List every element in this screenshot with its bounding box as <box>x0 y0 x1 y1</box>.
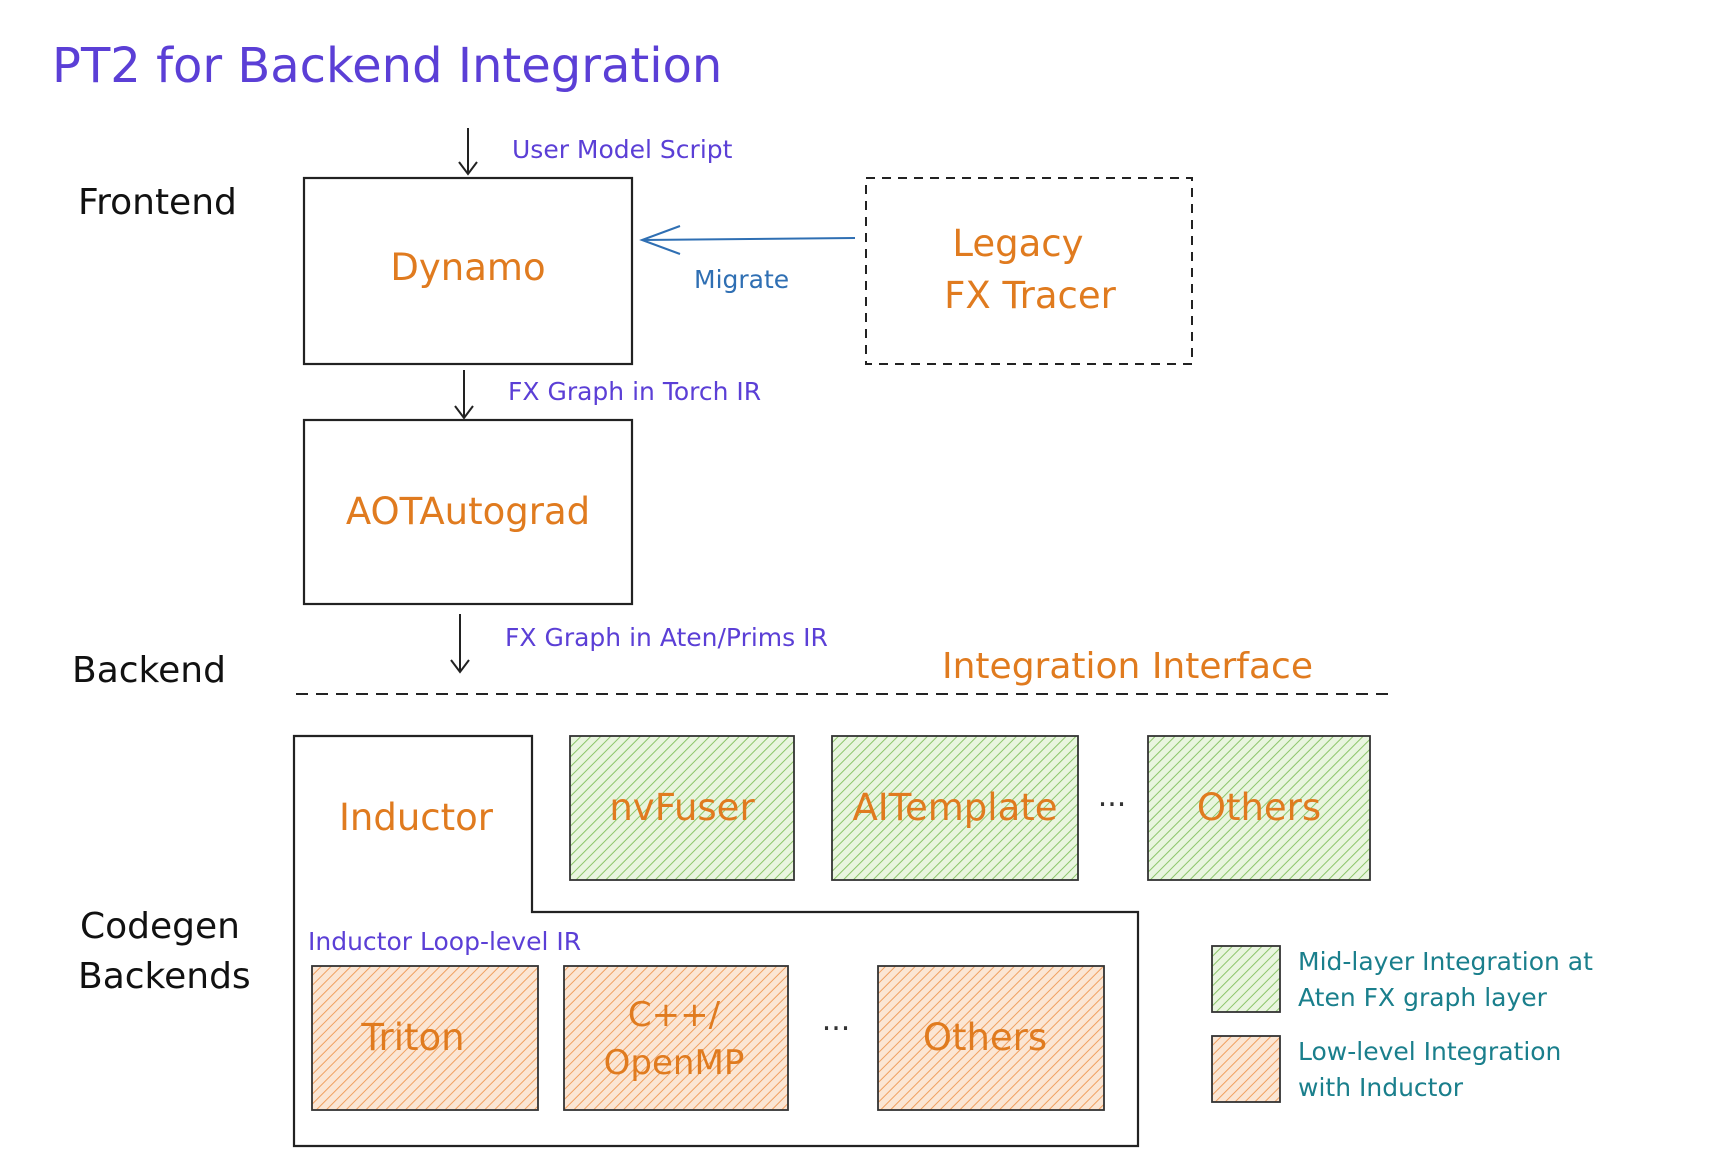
arrow-user-script <box>458 128 478 176</box>
legacy-label-line2: FX Tracer <box>944 274 1117 317</box>
section-backend: Backend <box>72 650 226 691</box>
others-low-label: Others <box>923 1016 1047 1059</box>
triton-box <box>311 965 539 1111</box>
dynamo-label: Dynamo <box>390 246 545 289</box>
aotautograd-box <box>302 418 634 606</box>
aotautograd-label: AOTAutograd <box>346 490 590 533</box>
arrow-dynamo-to-aot <box>454 370 474 420</box>
cpp-label-line2: OpenMP <box>604 1043 745 1083</box>
others-mid-box <box>1147 735 1371 881</box>
integration-interface-label: Integration Interface <box>942 646 1313 687</box>
cpp-openmp-box <box>563 965 789 1111</box>
ellipsis-low: ... <box>822 1003 851 1038</box>
nvfuser-box <box>569 735 795 881</box>
section-codegen-line2: Backends <box>78 956 251 997</box>
legend-mid-line2: Aten FX graph layer <box>1298 983 1548 1012</box>
aitemplate-label: AITemplate <box>852 786 1057 829</box>
others-mid-label: Others <box>1197 786 1321 829</box>
legend-low-swatch <box>1211 1035 1281 1103</box>
legend-mid-swatch <box>1211 945 1281 1013</box>
edge-inductor-loop-ir: Inductor Loop-level IR <box>308 927 581 956</box>
dynamo-box <box>302 176 634 366</box>
edge-fx-aten-ir: FX Graph in Aten/Prims IR <box>505 623 828 652</box>
inductor-container <box>292 734 1140 1148</box>
nvfuser-label: nvFuser <box>609 786 755 829</box>
legacy-label-line1: Legacy <box>952 222 1083 265</box>
edge-migrate: Migrate <box>694 265 789 294</box>
ellipsis-mid: ... <box>1098 779 1127 814</box>
edge-user-model-script: User Model Script <box>512 135 733 164</box>
page-title: PT2 for Backend Integration <box>52 38 722 94</box>
section-codegen-line1: Codegen <box>80 906 240 947</box>
edge-fx-torch-ir: FX Graph in Torch IR <box>508 377 761 406</box>
inductor-label: Inductor <box>339 796 494 839</box>
legend-low-line2: with Inductor <box>1298 1073 1464 1102</box>
legend-low-line1: Low-level Integration <box>1298 1037 1561 1066</box>
aitemplate-box <box>831 735 1079 881</box>
legacy-fx-tracer-box <box>865 177 1193 365</box>
section-frontend: Frontend <box>78 182 237 223</box>
triton-label: Triton <box>360 1016 464 1059</box>
cpp-label-line1: C++/ <box>628 995 721 1035</box>
legend-mid-line1: Mid-layer Integration at <box>1298 947 1593 976</box>
others-low-box <box>877 965 1105 1111</box>
arrow-migrate <box>639 225 856 255</box>
arrow-aot-to-backend <box>450 614 470 674</box>
